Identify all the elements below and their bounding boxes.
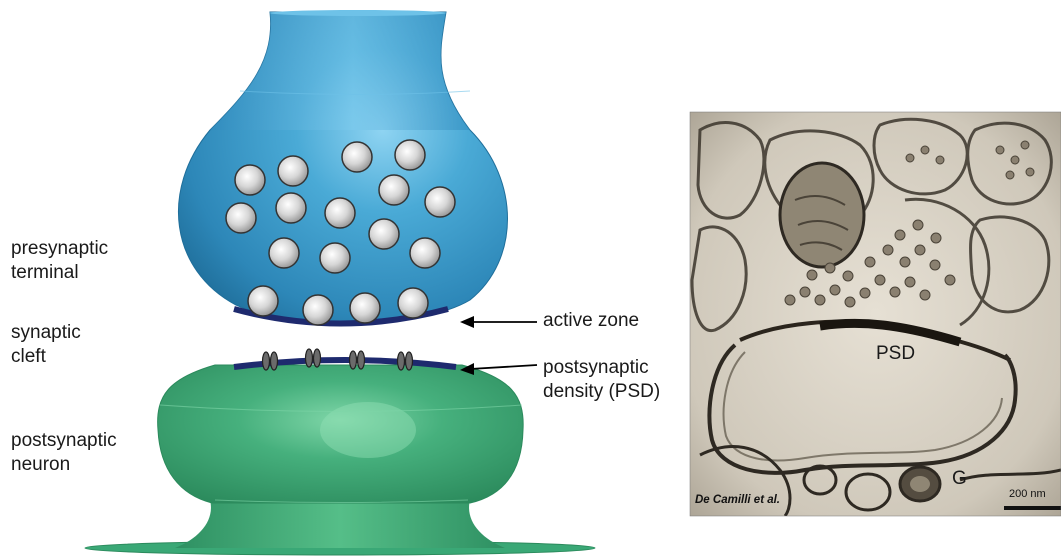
postsynaptic-label-line1: postsynaptic <box>11 429 117 453</box>
vesicle <box>398 288 428 318</box>
psd-label-line1: postsynaptic <box>543 356 660 380</box>
presynaptic-label: presynaptic terminal <box>11 237 108 285</box>
vesicle <box>320 243 350 273</box>
vesicle <box>248 286 278 316</box>
vesicle <box>226 203 256 233</box>
active-zone-arrow <box>460 316 537 328</box>
psd-em-label: PSD <box>876 343 915 364</box>
active-zone-label: active zone <box>543 309 639 333</box>
cleft-label: synaptic cleft <box>11 321 81 369</box>
vesicle <box>269 238 299 268</box>
vesicle <box>303 295 333 325</box>
postsynaptic-label-line2: neuron <box>11 453 117 477</box>
mitochondrion <box>780 163 864 267</box>
vesicle <box>342 142 372 172</box>
vesicle <box>379 175 409 205</box>
cleft-label-line1: synaptic <box>11 321 81 345</box>
vesicle <box>276 193 306 223</box>
cleft-label-line2: cleft <box>11 345 81 369</box>
vesicle <box>425 187 455 217</box>
scale-bar-label: 200 nm <box>1009 488 1046 500</box>
vesicle <box>325 198 355 228</box>
receptor <box>306 349 321 367</box>
psd-arrow <box>460 363 537 375</box>
presynaptic-terminal <box>178 10 507 323</box>
presynaptic-label-line1: presynaptic <box>11 237 108 261</box>
vesicle <box>350 293 380 323</box>
postsynaptic-label: postsynaptic neuron <box>11 429 117 477</box>
scale-bar <box>1004 506 1061 510</box>
g-em-label: G <box>952 468 967 489</box>
vesicle <box>369 219 399 249</box>
credit-label: De Camilli et al. <box>695 494 780 506</box>
vesicle <box>235 165 265 195</box>
psd-label: postsynaptic density (PSD) <box>543 356 660 404</box>
vesicle <box>410 238 440 268</box>
vesicle <box>278 156 308 186</box>
psd-label-line2: density (PSD) <box>543 380 660 404</box>
electron-micrograph: PSD G <box>690 112 1061 516</box>
presynaptic-label-line2: terminal <box>11 261 108 285</box>
postsynaptic-neuron <box>85 365 595 555</box>
vesicle <box>395 140 425 170</box>
